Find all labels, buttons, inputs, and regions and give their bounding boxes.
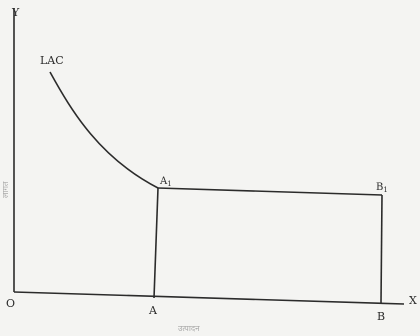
point-b1-label: B1: [376, 182, 388, 194]
lac-curve: [49, 71, 159, 189]
x-axis-line: [13, 291, 405, 305]
y-axis-faint-caption: लागत: [1, 181, 10, 198]
vertical-line-a: [153, 187, 159, 299]
y-axis-label: Y: [11, 6, 20, 19]
origin-label: O: [6, 297, 15, 310]
x-axis-faint-caption: उत्पादन: [178, 324, 200, 333]
lac-curve-label: LAC: [40, 54, 64, 67]
vertical-line-b: [380, 194, 383, 304]
point-a1-label: A1: [159, 176, 172, 188]
flat-segment-a1-b1: [157, 187, 383, 196]
foot-a-label: A: [148, 304, 158, 317]
x-axis-label: X: [409, 294, 417, 307]
foot-b-label: B: [377, 310, 385, 323]
